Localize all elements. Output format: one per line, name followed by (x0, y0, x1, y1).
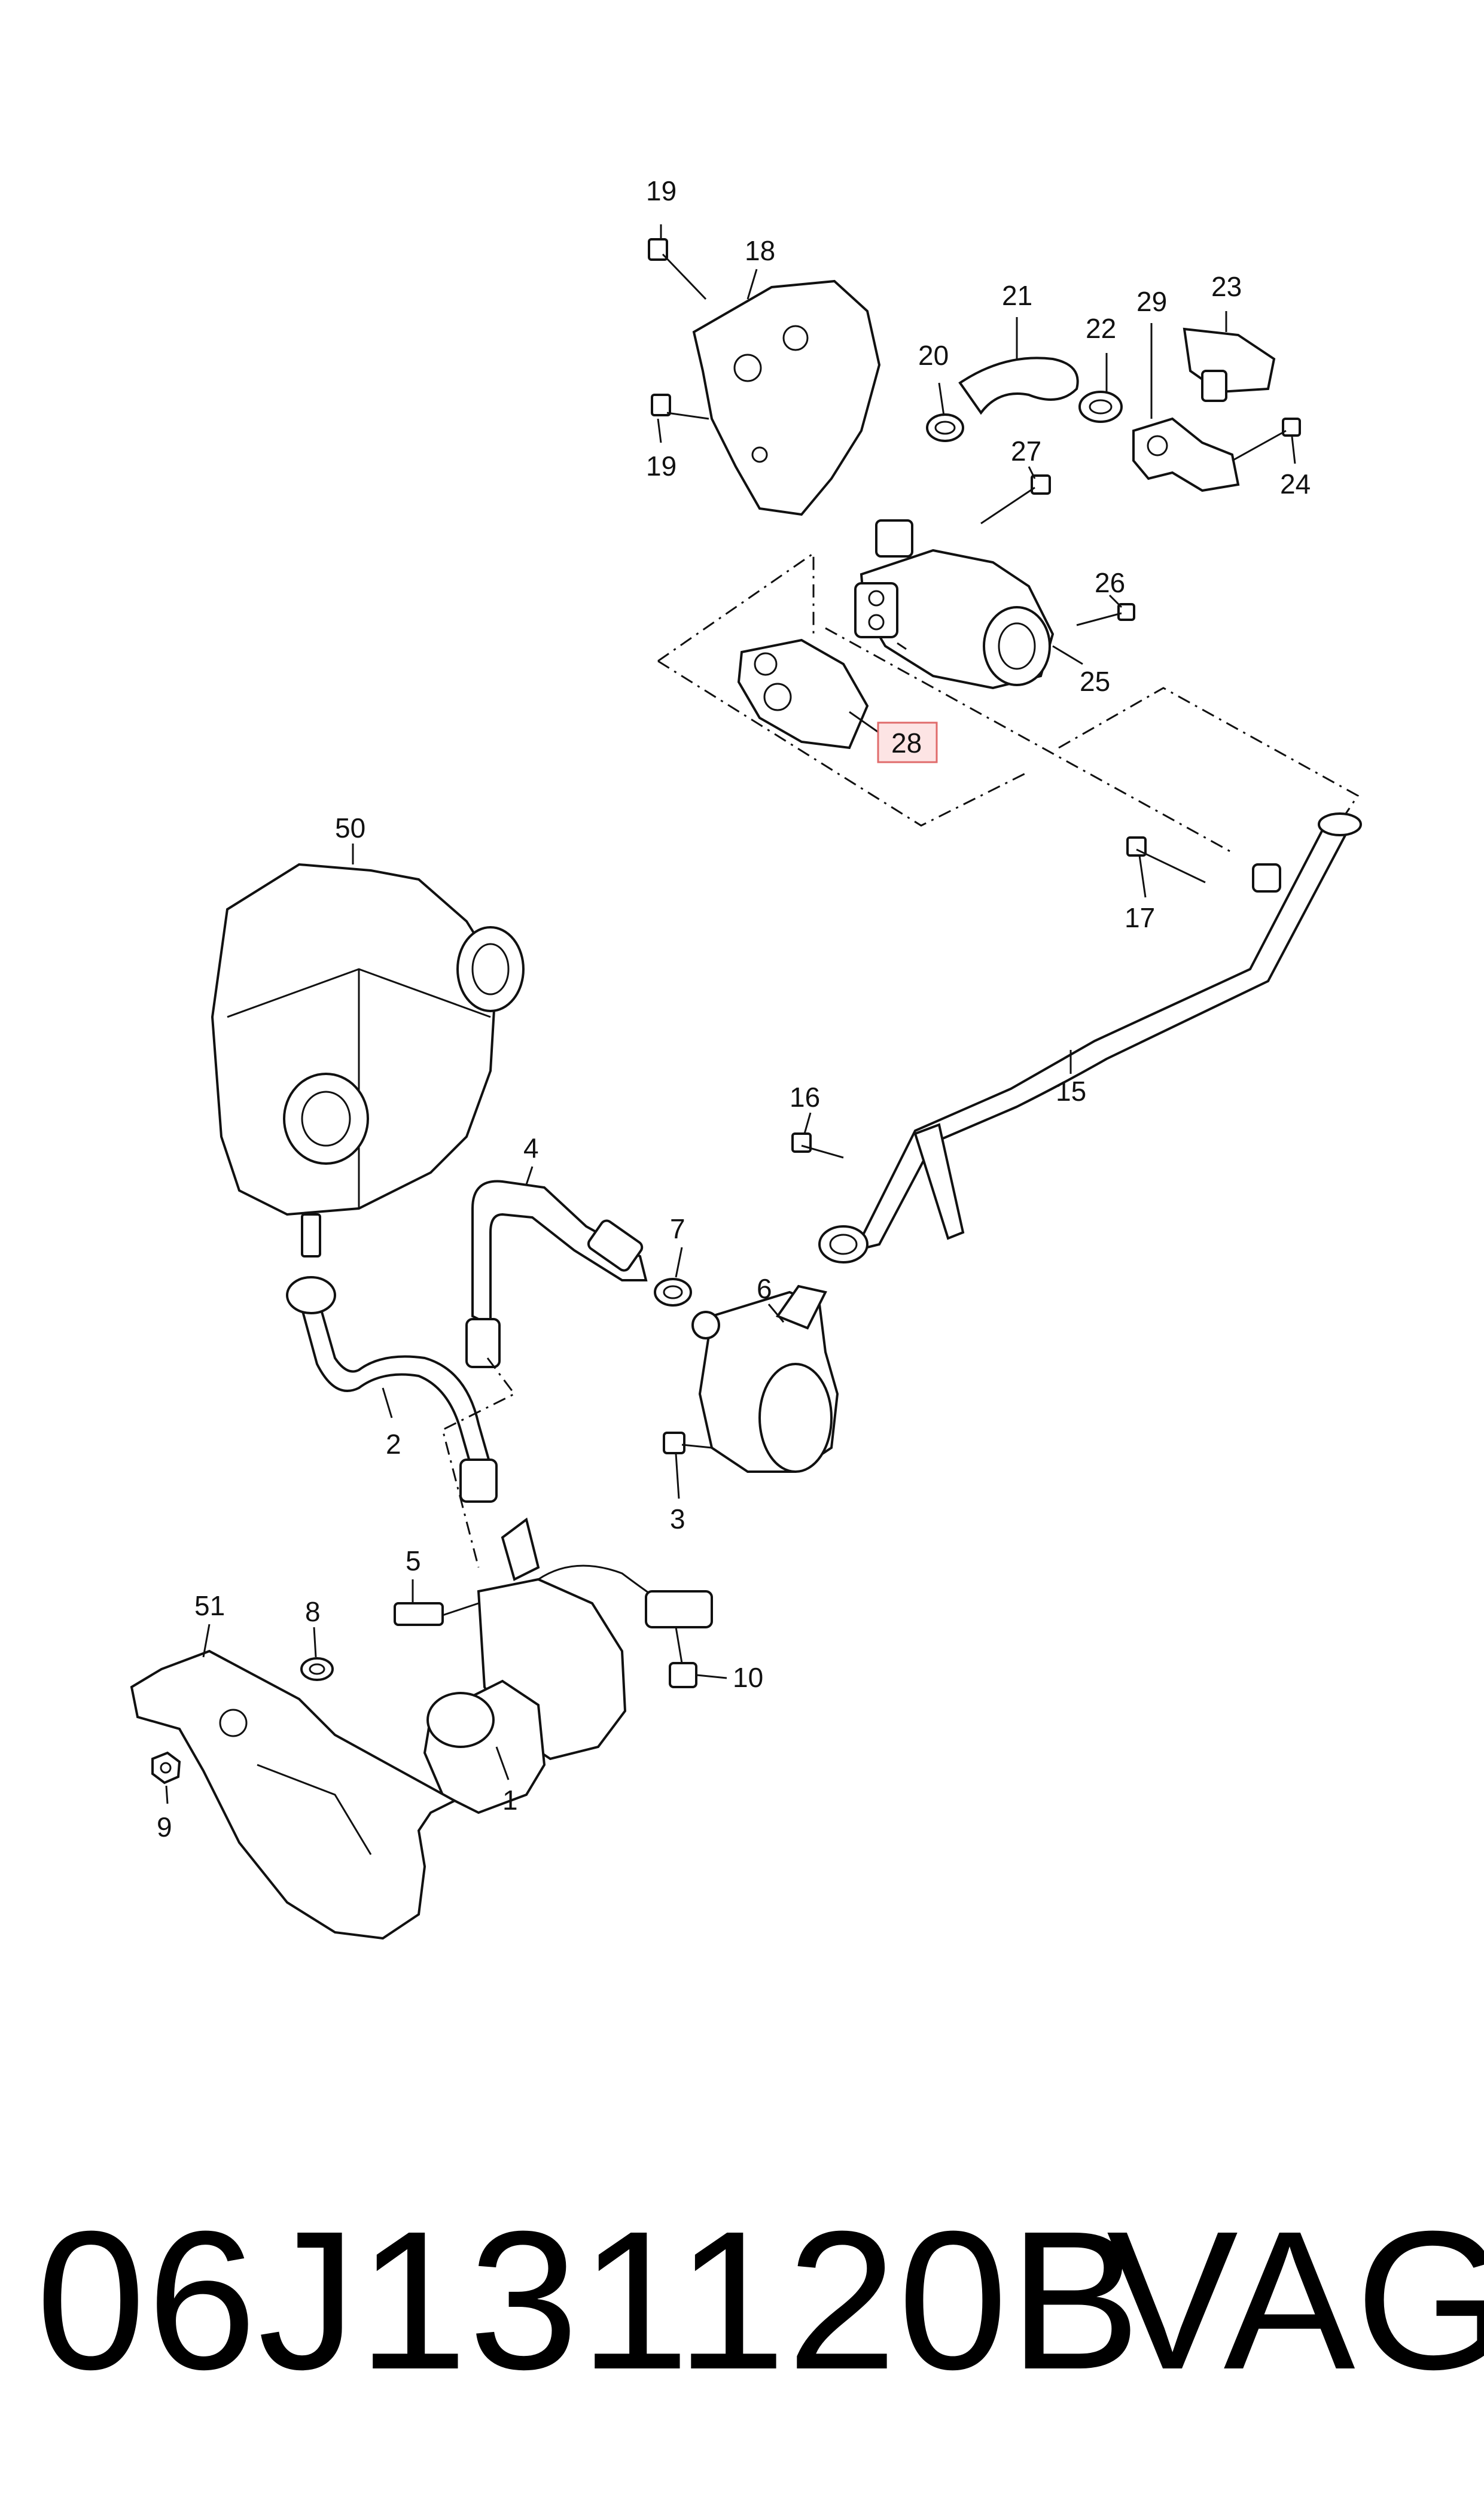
connector-plug (645, 1590, 713, 1664)
clip-10 (669, 1662, 697, 1688)
callout-10: 10 (733, 1662, 763, 1693)
callout-9: 9 (157, 1811, 172, 1843)
hose-2 (286, 1276, 498, 1503)
callout-1: 1 (502, 1785, 518, 1816)
callout-19-bottom: 19 (646, 450, 677, 482)
bolt-3 (663, 1432, 712, 1454)
gasket-28 (737, 638, 869, 750)
alignment-line-hose (441, 1357, 516, 1568)
brand-label: VAG (1107, 2190, 1484, 2410)
callout-5: 5 (406, 1545, 421, 1576)
alignment-line-upper-3 (825, 627, 1233, 854)
sensor-23 (1183, 327, 1276, 402)
callout-50: 50 (335, 812, 365, 844)
bolt-24 (1232, 418, 1301, 462)
bolt-16 (791, 1132, 844, 1159)
callout-18: 18 (745, 235, 775, 266)
bolt-19-bottom (651, 394, 709, 420)
part-number-label: 06J131120B (36, 2190, 1142, 2410)
hose-21 (958, 357, 1079, 415)
callout-2: 2 (386, 1429, 401, 1460)
callout-4: 4 (523, 1132, 539, 1164)
clamp-22 (1078, 391, 1123, 423)
callout-6: 6 (757, 1273, 772, 1304)
callout-16: 16 (790, 1082, 820, 1113)
callout-15: 15 (1056, 1076, 1086, 1107)
callout-23: 23 (1211, 271, 1242, 302)
alignment-line-upper-1 (657, 552, 815, 662)
bolt-26 (1076, 603, 1135, 626)
valve-25 (854, 519, 1055, 690)
callout-51: 51 (194, 1590, 225, 1621)
callout-28-highlight-box (877, 721, 938, 763)
leader-lines (165, 224, 1296, 1804)
callout-24: 24 (1280, 468, 1311, 500)
bracket-29 (1132, 417, 1240, 492)
seal-8 (300, 1657, 334, 1681)
combi-valve-6 (691, 1284, 839, 1473)
alignment-line-upper-5 (897, 642, 907, 650)
hose-4 (465, 1180, 648, 1368)
bolt-19-top (648, 238, 707, 300)
callout-19-top: 19 (646, 175, 677, 206)
callout-29: 29 (1136, 286, 1167, 317)
callout-22: 22 (1086, 313, 1116, 344)
air-filter-housing-50 (211, 863, 525, 1258)
callout-27: 27 (1011, 436, 1041, 467)
bracket-51 (130, 1649, 458, 1940)
heat-shield-18 (692, 279, 881, 516)
nut-9 (151, 1751, 181, 1785)
callout-21: 21 (1002, 280, 1032, 311)
callout-8: 8 (305, 1596, 321, 1627)
callout-20: 20 (918, 340, 949, 371)
callout-7: 7 (670, 1213, 685, 1244)
bolt-17 (1126, 836, 1206, 884)
callout-28: 28 (891, 727, 922, 759)
clamp-20 (926, 413, 964, 442)
clamp-7 (654, 1278, 692, 1307)
callout-17: 17 (1125, 902, 1155, 933)
sensor-5 (394, 1602, 479, 1626)
pipe-15 (853, 812, 1362, 1252)
secondary-air-pump-1 (423, 1517, 665, 1814)
alignment-line-upper-2 (657, 660, 1029, 827)
alignment-line-upper-4 (1058, 687, 1360, 814)
pipe-connector (818, 1225, 869, 1263)
callout-3: 3 (670, 1503, 685, 1534)
callout-25: 25 (1080, 666, 1110, 697)
callout-26: 26 (1095, 567, 1125, 598)
callout-28-highlighted[interactable]: 28 (877, 721, 938, 763)
bolt-27 (980, 474, 1051, 525)
